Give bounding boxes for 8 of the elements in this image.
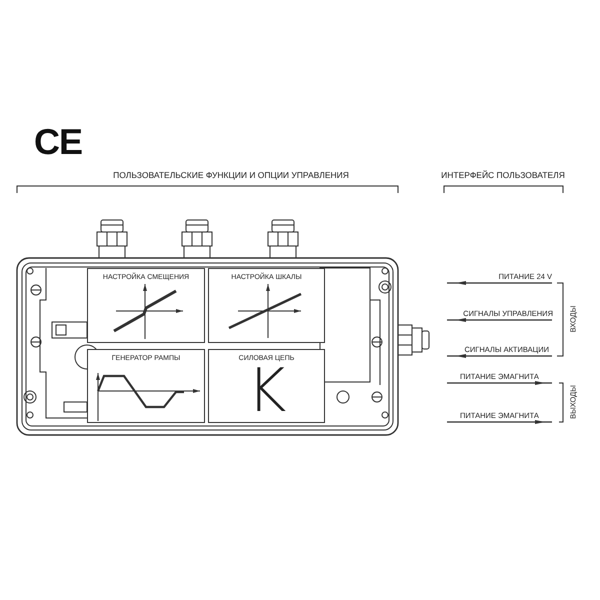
function-panel <box>87 349 205 423</box>
ce-mark: CE <box>34 124 82 160</box>
function-panel <box>87 268 205 343</box>
circuit-symbol: K <box>247 361 286 421</box>
section-heading: ПОЛЬЗОВАТЕЛЬСКИЕ ФУНКЦИИ И ОПЦИИ УПРАВЛЕНИЯ <box>113 171 349 180</box>
section-heading: ИНТЕРФЕЙС ПОЛЬЗОВАТЕЛЯ <box>441 171 565 180</box>
function-panel <box>208 268 325 343</box>
function-panel <box>208 349 325 423</box>
